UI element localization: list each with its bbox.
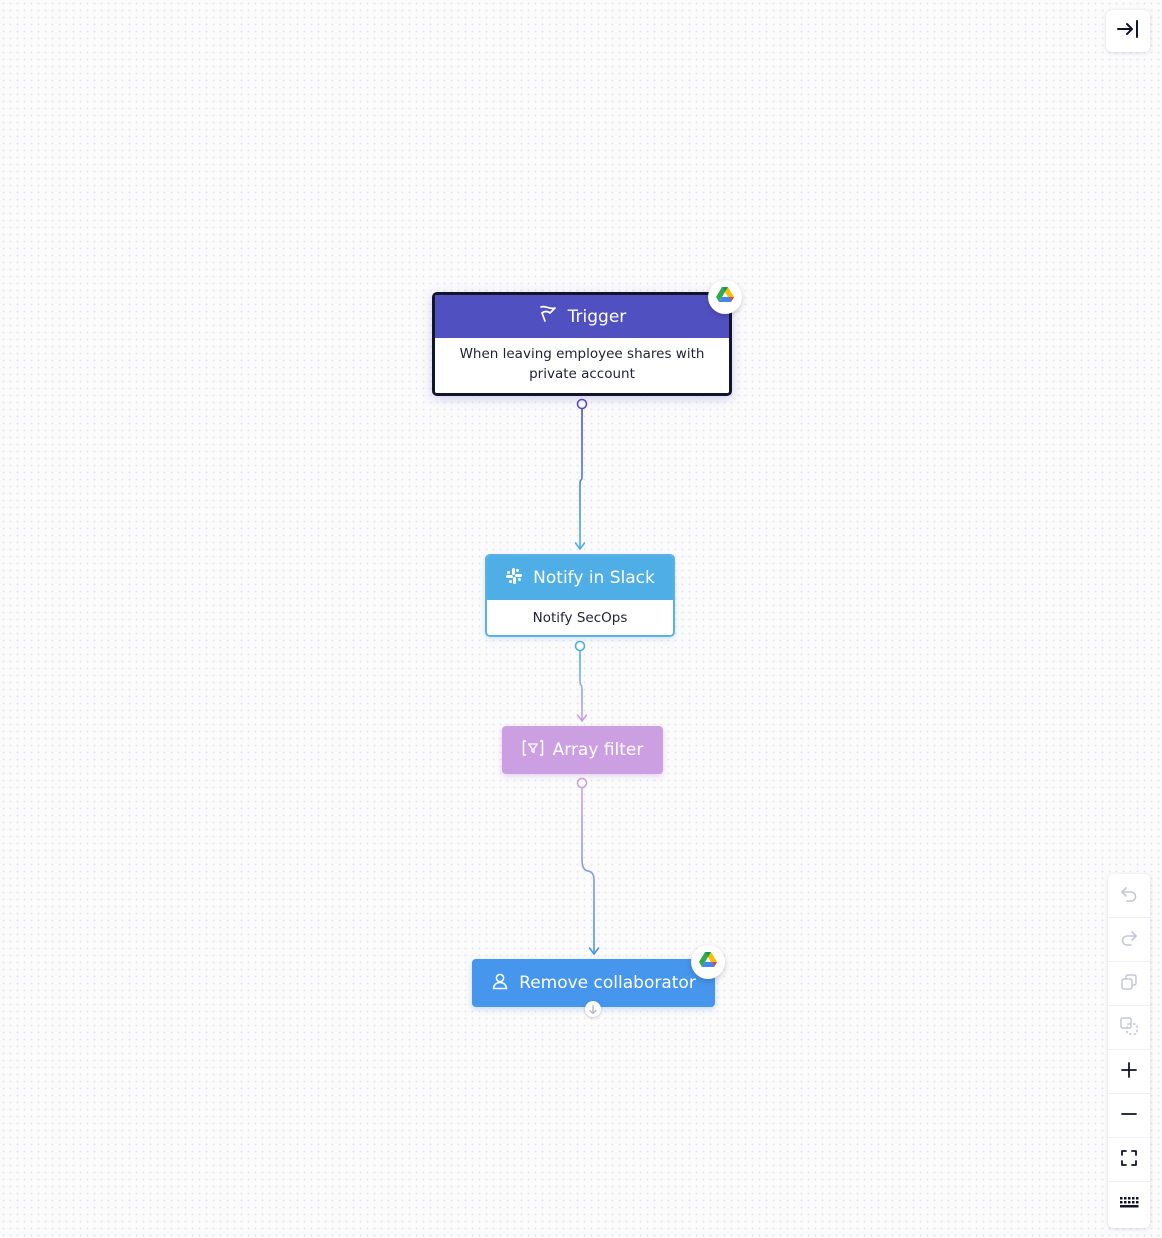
trigger-output-handle[interactable]	[576, 398, 588, 410]
slack-node-description: Notify SecOps	[487, 600, 673, 635]
undo-icon	[1119, 884, 1139, 908]
copy-button[interactable]	[1108, 962, 1150, 1006]
user-icon	[491, 972, 509, 995]
copy-icon	[1119, 972, 1139, 996]
array-filter-icon	[522, 739, 544, 762]
remove-collaborator-node[interactable]: Remove collaborator	[472, 959, 715, 1007]
paste-button[interactable]	[1108, 1006, 1150, 1050]
flag-icon	[538, 304, 558, 329]
collapse-panel-button[interactable]	[1106, 10, 1150, 52]
trigger-node[interactable]: Trigger When leaving employee shares wit…	[432, 292, 732, 396]
edge-filter-to-remove[interactable]	[581, 788, 600, 956]
array-filter-node-title: Array filter	[552, 740, 644, 760]
slack-node-title: Notify in Slack	[533, 568, 655, 588]
minimap-button[interactable]	[1108, 1182, 1150, 1226]
slack-output-handle[interactable]	[574, 640, 586, 652]
google-drive-icon	[699, 952, 717, 972]
fit-view-button[interactable]	[1108, 1138, 1150, 1182]
google-drive-badge	[691, 945, 725, 979]
zoom-in-button[interactable]	[1108, 1050, 1150, 1094]
redo-button[interactable]	[1108, 918, 1150, 962]
plus-icon	[1119, 1060, 1139, 1084]
trigger-node-title: Trigger	[567, 306, 627, 327]
remove-collaborator-node-header: Remove collaborator	[472, 959, 715, 1007]
google-drive-icon	[716, 287, 734, 307]
remove-collaborator-node-title: Remove collaborator	[519, 973, 696, 993]
edge-trigger-to-slack[interactable]	[574, 409, 586, 551]
paste-icon	[1119, 1016, 1139, 1040]
google-drive-badge	[708, 280, 742, 314]
slack-node[interactable]: Notify in Slack Notify SecOps	[485, 554, 675, 637]
collapse-right-icon	[1116, 19, 1140, 43]
fit-view-icon	[1119, 1148, 1139, 1172]
trigger-node-description: When leaving employee shares with privat…	[435, 338, 729, 393]
zoom-out-button[interactable]	[1108, 1094, 1150, 1138]
array-filter-node-header: Array filter	[502, 726, 663, 774]
arrow-down-icon	[588, 1000, 598, 1019]
trigger-node-header: Trigger	[435, 295, 729, 338]
redo-icon	[1119, 928, 1139, 952]
filter-output-handle[interactable]	[576, 777, 588, 789]
canvas-toolbar	[1108, 874, 1150, 1228]
minus-icon	[1119, 1104, 1139, 1128]
edge-slack-to-filter[interactable]	[576, 651, 588, 723]
slack-icon	[505, 567, 523, 590]
slack-node-header: Notify in Slack	[487, 556, 673, 600]
undo-button[interactable]	[1108, 874, 1150, 918]
array-filter-node[interactable]: Array filter	[502, 726, 663, 774]
add-step-button[interactable]	[585, 1001, 601, 1017]
grid-icon	[1119, 1192, 1139, 1216]
